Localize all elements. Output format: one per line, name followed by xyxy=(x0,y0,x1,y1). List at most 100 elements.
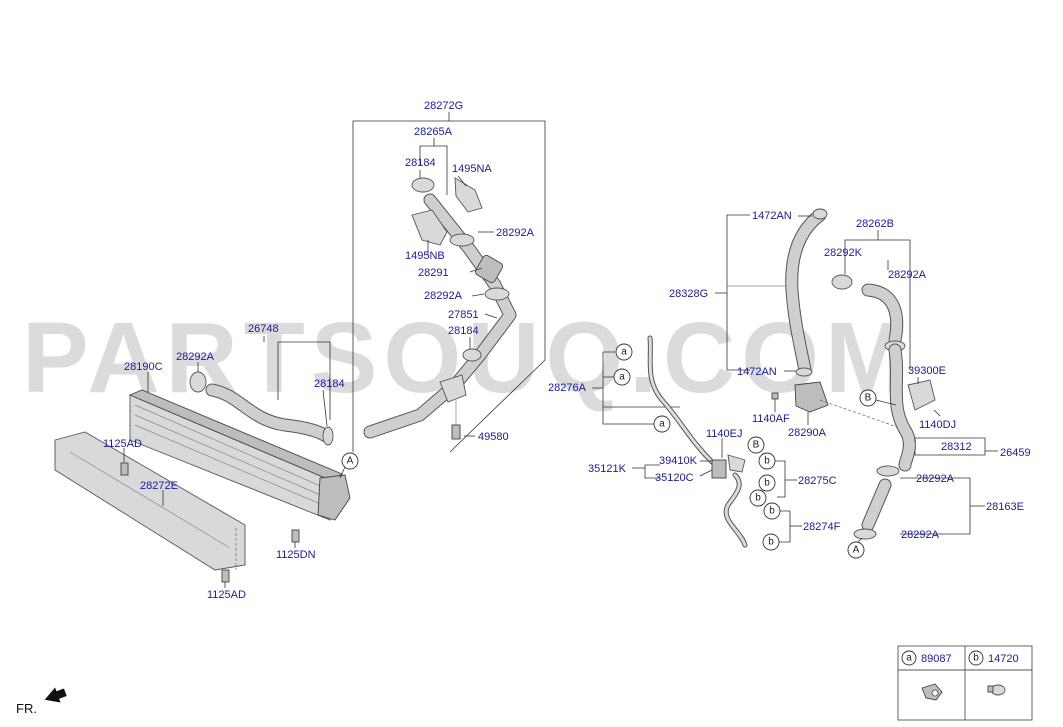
label-28190c: 28190C xyxy=(124,361,163,373)
label-28292a-d: 28292A xyxy=(888,269,927,281)
label-1125ad-b: 1125AD xyxy=(207,589,246,601)
callout-b-text-2: b xyxy=(764,456,770,467)
legend-a-marker-text: a xyxy=(906,653,912,664)
legend-b-code: 14720 xyxy=(988,653,1019,665)
label-28265a: 28265A xyxy=(414,126,453,138)
clamp-28184-top xyxy=(411,177,435,193)
label-28291: 28291 xyxy=(418,267,449,279)
clamp-28292a-b xyxy=(484,287,510,301)
bolt-1125ad-a xyxy=(120,462,129,476)
front-direction-indicator: FR. xyxy=(16,687,67,716)
label-28292a-f: 28292A xyxy=(901,529,940,541)
clamp-28292a-f xyxy=(853,528,877,540)
label-28184-left: 28184 xyxy=(314,378,345,390)
clamp-28292a-e xyxy=(876,465,900,477)
callout-a-text-2: a xyxy=(621,347,627,358)
label-28262b: 28262B xyxy=(856,218,894,230)
label-28292k: 28292K xyxy=(824,247,863,259)
callout-b-2 xyxy=(758,474,776,492)
pipe-group-28328g: 1472AN 28328G 1472AN 1140AF 28290A xyxy=(669,208,901,439)
pipe-assembly-28272g: 28272G 28265A 28184 1495NA 28292A 1495NB… xyxy=(352,100,546,453)
label-28163e: 28163E xyxy=(986,501,1024,513)
label-49580: 49580 xyxy=(478,431,509,443)
callout-b-text-4: b xyxy=(755,493,761,504)
callout-a-2 xyxy=(613,368,631,386)
label-28272g: 28272G xyxy=(424,100,463,112)
label-1472an-top: 1472AN xyxy=(752,210,792,222)
clamp-28292k xyxy=(831,274,853,290)
label-1140ej: 1140EJ xyxy=(706,428,743,440)
clip-89087-icon xyxy=(921,683,943,701)
callout-b-text-7: B xyxy=(865,393,872,404)
label-1125dn: 1125DN xyxy=(276,549,316,561)
callout-b-text-3: b xyxy=(764,478,770,489)
label-28292a-b: 28292A xyxy=(424,290,463,302)
label-28272e: 28272E xyxy=(140,480,178,492)
label-35120c: 35120C xyxy=(655,472,694,484)
label-39300e: 39300E xyxy=(908,365,946,377)
legend-b-marker-text: b xyxy=(973,653,979,664)
label-26459: 26459 xyxy=(1000,447,1031,459)
callout-a-upper-left xyxy=(341,452,359,470)
label-1125ad-a: 1125AD xyxy=(103,438,142,450)
callout-a-3 xyxy=(653,415,671,433)
clamp-28184-left xyxy=(322,426,334,446)
label-27851: 27851 xyxy=(448,309,479,321)
callout-b-text-1: B xyxy=(753,440,760,451)
label-26748: 26748 xyxy=(248,323,279,335)
label-28276a: 28276A xyxy=(548,382,587,394)
label-28184-mid: 28184 xyxy=(448,325,479,337)
legend-a-marker xyxy=(901,650,917,666)
callout-b-upper-1 xyxy=(747,436,765,454)
label-28292a-a: 28292A xyxy=(496,227,535,239)
callout-b-text-5: b xyxy=(769,506,775,517)
bracket-35121k xyxy=(727,454,746,473)
callout-b-upper-2 xyxy=(859,389,877,407)
pipe-group-28262b: B A 28262B 28292K 28292A 39300E 1140DJ 2… xyxy=(824,218,1031,559)
label-1495nb: 1495NB xyxy=(405,250,445,262)
label-28290a: 28290A xyxy=(788,427,827,439)
clamp-14720-icon xyxy=(987,684,1006,696)
label-1472an-bot: 1472AN xyxy=(737,366,777,378)
valve-28290a xyxy=(794,381,829,413)
label-28312: 28312 xyxy=(941,441,972,453)
clamp-28292a-c xyxy=(189,371,207,393)
label-28292a-e: 28292A xyxy=(916,473,955,485)
clamp-28184-mid xyxy=(462,348,482,362)
clamp-28292a-a xyxy=(449,233,475,247)
callout-a-text-5: A xyxy=(853,545,860,556)
callout-b-3 xyxy=(749,489,767,507)
label-39410k: 39410K xyxy=(659,455,698,467)
intercooler-outlet xyxy=(317,474,351,521)
front-label: FR. xyxy=(16,701,37,716)
label-28184-top: 28184 xyxy=(405,157,436,169)
bolt-49580 xyxy=(451,424,461,440)
bolt-1125ad-b xyxy=(221,569,230,583)
sensor-39300e xyxy=(907,379,936,411)
label-28275c: 28275C xyxy=(798,475,837,487)
intercooler-group: A 26748 28292A 28190C 28184 1125AD 28272… xyxy=(54,323,359,601)
legend-table: a 89087 b 14720 xyxy=(897,645,1033,721)
label-28274f: 28274F xyxy=(803,521,841,533)
solenoid-35120c xyxy=(711,459,727,479)
bracket-27851 xyxy=(439,374,467,403)
clamp-1472an-top xyxy=(812,208,828,220)
callout-a-text-1: A xyxy=(347,456,354,467)
shield-1495na xyxy=(454,177,483,213)
label-1495na: 1495NA xyxy=(452,163,492,175)
callout-b-text-6: b xyxy=(768,537,774,548)
label-28292a-c: 28292A xyxy=(176,351,215,363)
bolt-1125dn xyxy=(291,529,300,543)
label-35121k: 35121K xyxy=(588,463,627,475)
clamp-1472an-bot xyxy=(795,367,813,377)
callout-a-lower-right xyxy=(847,541,865,559)
callout-a-text-4: a xyxy=(659,419,665,430)
legend-b-marker xyxy=(968,650,984,666)
callout-a-text-3: a xyxy=(619,372,625,383)
label-1140dj: 1140DJ xyxy=(919,419,956,431)
coupler-28291 xyxy=(474,254,504,284)
hose-group: a a a B b b b b b 28276A 1140EJ 39410K xyxy=(548,335,841,551)
air-guide-28272e xyxy=(54,431,246,571)
callout-a-1 xyxy=(615,343,633,361)
